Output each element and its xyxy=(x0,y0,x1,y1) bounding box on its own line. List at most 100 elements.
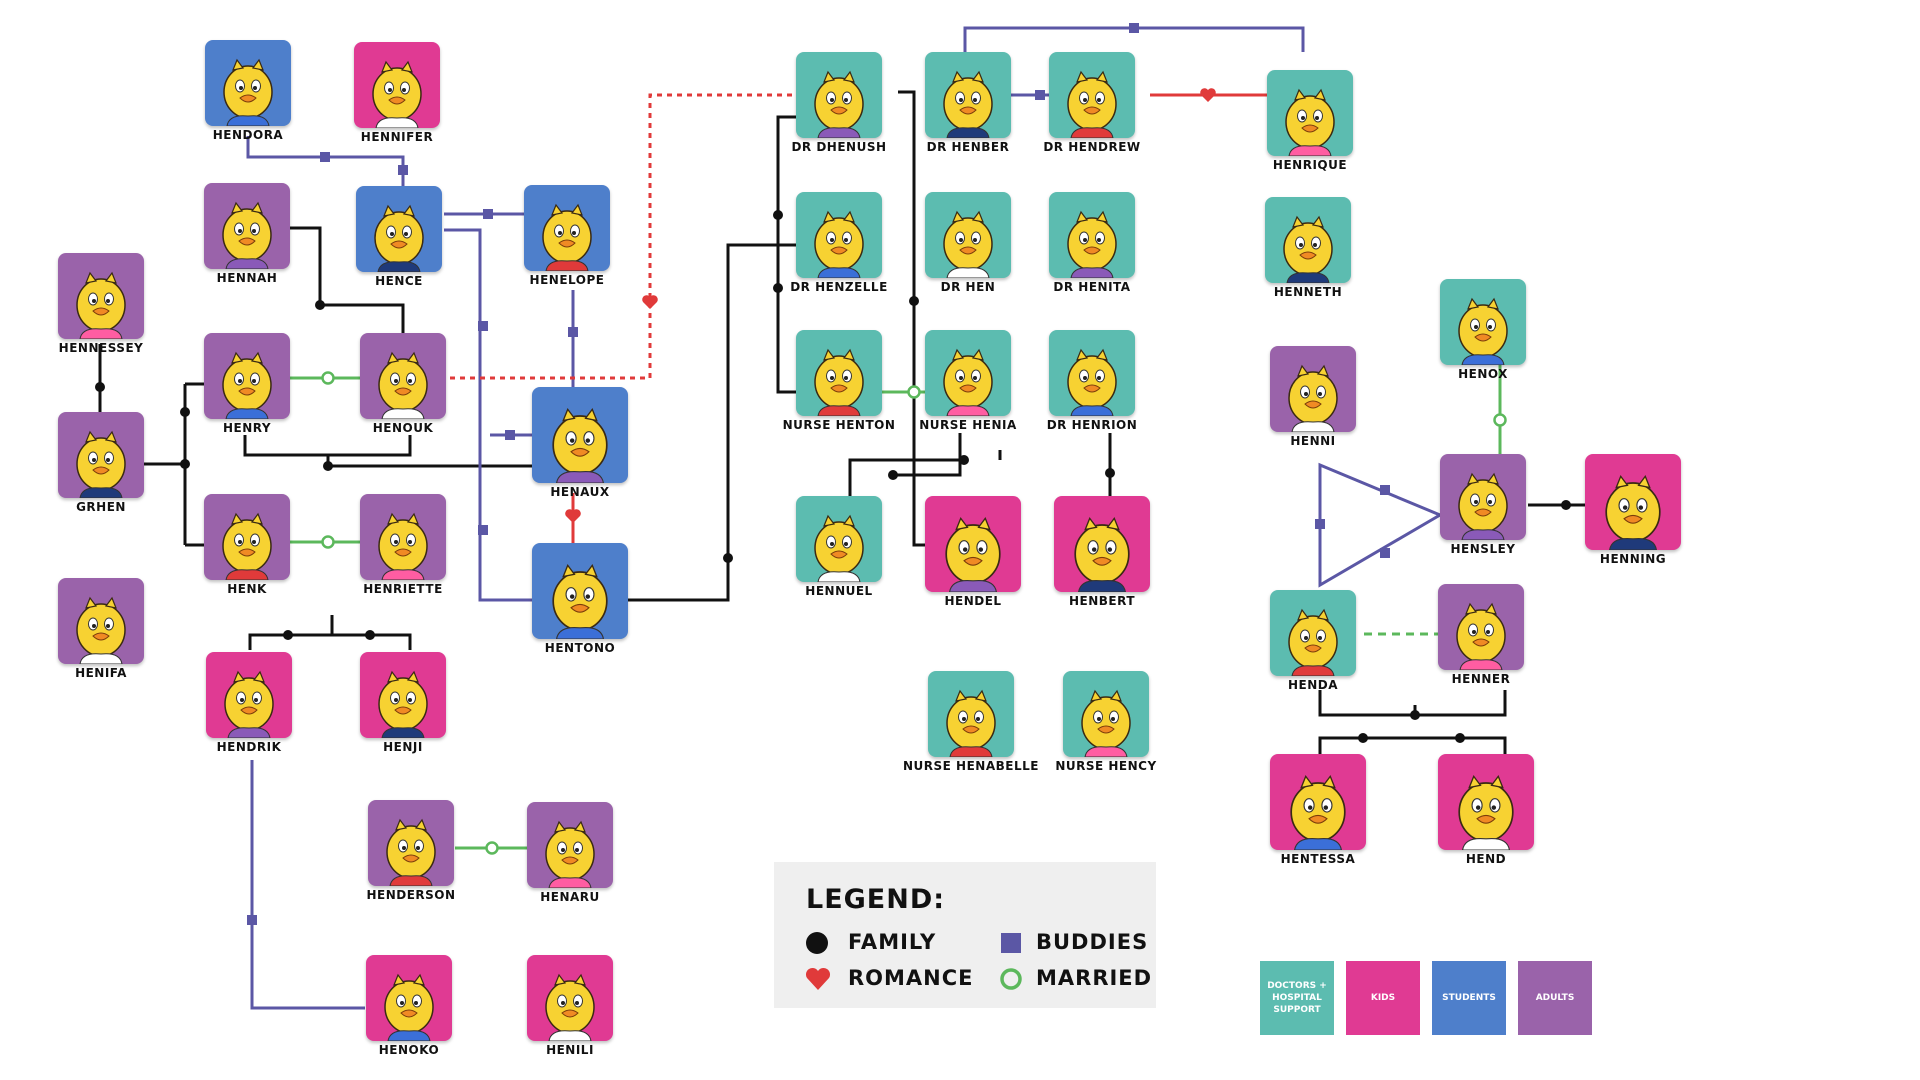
family-line xyxy=(628,243,796,602)
buddies-square xyxy=(478,525,488,535)
character-henili xyxy=(527,955,613,1041)
duck-face-icon xyxy=(814,348,864,416)
character-henoko xyxy=(366,955,452,1041)
buddies-square xyxy=(483,209,493,219)
character-hentessa xyxy=(1270,754,1366,850)
duck-face-icon xyxy=(552,563,608,639)
character-hennessey xyxy=(58,253,144,339)
duck-face-icon xyxy=(945,516,1001,592)
buddies-square xyxy=(505,430,515,440)
character-henaux xyxy=(532,387,628,483)
duck-face-icon xyxy=(384,973,434,1041)
family-dot xyxy=(888,470,898,480)
character-label-hennah: HENNAH xyxy=(216,271,278,285)
buddies-square xyxy=(1129,23,1139,33)
character-hennifer xyxy=(354,42,440,128)
character-hence xyxy=(356,186,442,272)
duck-face-icon xyxy=(374,204,424,272)
character-label-henili: HENILI xyxy=(546,1043,594,1057)
duck-face-icon xyxy=(814,210,864,278)
buddies-square xyxy=(1380,485,1390,495)
character-label-hennessey: HENNESSEY xyxy=(58,341,144,355)
family-dot xyxy=(773,283,783,293)
character-label-henaux: HENAUX xyxy=(550,485,610,499)
character-label-henbert: HENBERT xyxy=(1068,594,1135,608)
duck-face-icon xyxy=(1067,210,1117,278)
character-label-henelope: HENELOPE xyxy=(529,273,605,287)
character-label-hensley: HENSLEY xyxy=(1450,542,1516,556)
duck-face-icon xyxy=(222,201,272,269)
family-dot xyxy=(95,382,105,392)
character-label-henox: HENOX xyxy=(1458,367,1508,381)
character-henelope xyxy=(524,185,610,271)
duck-face-icon xyxy=(943,210,993,278)
character-label-henneth: HENNETH xyxy=(1273,285,1343,299)
character-drhendrew xyxy=(1049,52,1135,138)
duck-face-icon xyxy=(542,203,592,271)
buddies-square xyxy=(568,327,578,337)
character-henifa xyxy=(58,578,144,664)
duck-face-icon xyxy=(1067,70,1117,138)
character-grhen xyxy=(58,412,144,498)
buddies-square xyxy=(1315,519,1325,529)
duck-face-icon xyxy=(386,818,436,886)
heart-icon xyxy=(565,509,581,523)
character-label-hentessa: HENTESSA xyxy=(1280,852,1356,866)
duck-face-icon xyxy=(223,58,273,126)
duck-face-icon xyxy=(1456,602,1506,670)
family-line xyxy=(898,90,925,547)
buddies-line xyxy=(444,228,532,602)
character-henox xyxy=(1440,279,1526,365)
buddies-square xyxy=(1035,90,1045,100)
character-label-nursehenabelle: NURSE HENABELLE xyxy=(903,759,1039,773)
buddies-square xyxy=(247,915,257,925)
buddies-square xyxy=(398,165,408,175)
heart-icon xyxy=(1200,88,1216,102)
character-label-drhenzelle: DR HENZELLE xyxy=(790,280,888,294)
family-line xyxy=(144,382,205,547)
character-drhenber xyxy=(925,52,1011,138)
character-label-henning: HENNING xyxy=(1599,552,1667,566)
buddies-square xyxy=(320,152,330,162)
key-adults: ADULTS xyxy=(1518,961,1592,1035)
character-label-hendrik: HENDRIK xyxy=(216,740,282,754)
character-label-henderson: HENDERSON xyxy=(366,888,456,902)
duck-face-icon xyxy=(943,70,993,138)
buddies-square xyxy=(478,321,488,331)
character-henouk xyxy=(360,333,446,419)
character-hendel xyxy=(925,496,1021,592)
family-dot xyxy=(315,300,325,310)
character-label-hentono: HENTONO xyxy=(544,641,616,655)
family-dot xyxy=(1561,500,1571,510)
character-label-drhenrion: DR HENRION xyxy=(1046,418,1138,432)
character-label-henk: HENK xyxy=(227,582,267,596)
duck-face-icon xyxy=(76,271,126,339)
duck-face-icon xyxy=(814,70,864,138)
duck-face-icon xyxy=(222,512,272,580)
character-hendrik xyxy=(206,652,292,738)
character-label-henni: HENNI xyxy=(1290,434,1336,448)
character-hensley xyxy=(1440,454,1526,540)
character-label-henda: HENDA xyxy=(1287,678,1339,692)
key-students: STUDENTS xyxy=(1432,961,1506,1035)
romance-line xyxy=(440,93,796,380)
character-henbert xyxy=(1054,496,1150,592)
character-drdhenush xyxy=(796,52,882,138)
duck-face-icon xyxy=(378,670,428,738)
character-label-drhenber: DR HENBER xyxy=(926,140,1010,154)
character-label-nursehenia: NURSE HENIA xyxy=(919,418,1017,432)
family-dot xyxy=(773,210,783,220)
character-label-hendel: HENDEL xyxy=(944,594,1002,608)
duck-face-icon xyxy=(378,512,428,580)
family-line xyxy=(848,433,1002,496)
duck-face-icon xyxy=(552,407,608,483)
family-dot xyxy=(365,630,375,640)
character-henda xyxy=(1270,590,1356,676)
character-label-henaru: HENARU xyxy=(540,890,600,904)
character-label-hennuel: HENNUEL xyxy=(805,584,873,598)
duck-face-icon xyxy=(224,670,274,738)
key-doctors: DOCTORS + HOSPITAL SUPPORT xyxy=(1260,961,1334,1035)
family-dot xyxy=(723,553,733,563)
character-label-henry: HENRY xyxy=(222,421,272,435)
